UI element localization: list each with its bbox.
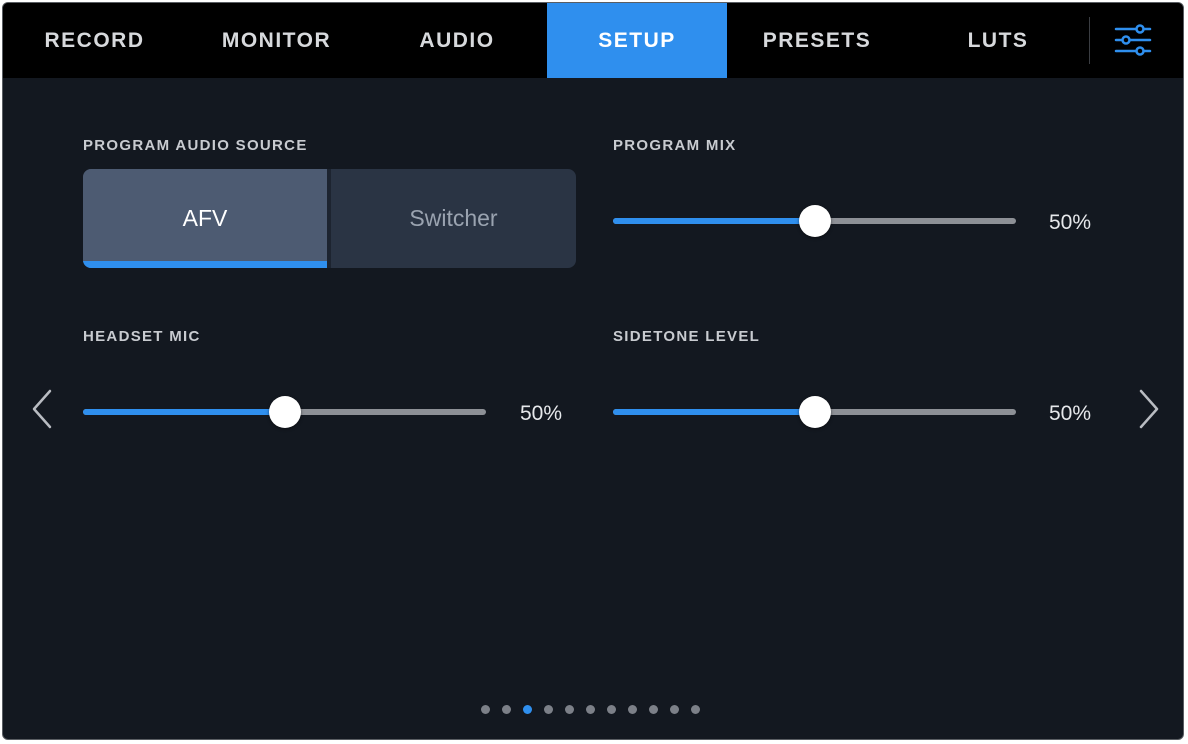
- previous-page-button[interactable]: [28, 387, 58, 431]
- program-mix-label: PROGRAM MIX: [613, 137, 737, 154]
- headset-mic-label: HEADSET MIC: [83, 328, 201, 345]
- slider-thumb[interactable]: [798, 205, 831, 237]
- page-dot[interactable]: [691, 705, 700, 714]
- chevron-right-icon: [1139, 389, 1159, 429]
- sidetone-level-value: 50%: [1049, 402, 1092, 425]
- sidetone-level-label: SIDETONE LEVEL: [613, 328, 761, 345]
- tab-divider: [1089, 17, 1090, 64]
- tab-setup[interactable]: SETUP: [547, 3, 727, 78]
- tab-luts[interactable]: LUTS: [967, 29, 1029, 52]
- switcher-option-label: Switcher: [409, 205, 498, 231]
- sliders-settings-icon: [1114, 24, 1152, 56]
- slider-fill: [613, 218, 815, 224]
- switcher-option-button[interactable]: Switcher: [331, 169, 576, 268]
- program-mix-slider[interactable]: [613, 204, 1016, 238]
- headset-mic-value: 50%: [520, 402, 563, 425]
- segment-divider: [327, 169, 331, 268]
- chevron-left-icon: [32, 389, 52, 429]
- page-dot[interactable]: [586, 705, 595, 714]
- next-page-button[interactable]: [1133, 387, 1163, 431]
- page-dot[interactable]: [565, 705, 574, 714]
- slider-thumb[interactable]: [798, 396, 831, 428]
- page-dot[interactable]: [544, 705, 553, 714]
- program-audio-source-selector: AFV Switcher: [83, 169, 576, 268]
- program-mix-value: 50%: [1049, 211, 1092, 234]
- page-dot[interactable]: [523, 705, 532, 714]
- sidetone-level-slider[interactable]: [613, 395, 1016, 429]
- afv-option-label: AFV: [182, 205, 228, 231]
- page-dot[interactable]: [628, 705, 637, 714]
- page-dot[interactable]: [481, 705, 490, 714]
- slider-thumb[interactable]: [268, 396, 301, 428]
- program-audio-source-label: PROGRAM AUDIO SOURCE: [83, 137, 308, 154]
- tab-bar: RECORD MONITOR AUDIO SETUP PRESETS LUTS: [3, 3, 1183, 78]
- page-dot[interactable]: [502, 705, 511, 714]
- tab-presets[interactable]: PRESETS: [762, 29, 872, 52]
- selected-indicator: [83, 261, 327, 268]
- tab-audio[interactable]: AUDIO: [419, 29, 495, 52]
- slider-fill: [83, 409, 285, 415]
- page-dot[interactable]: [649, 705, 658, 714]
- tab-monitor[interactable]: MONITOR: [221, 29, 332, 52]
- page-dot[interactable]: [670, 705, 679, 714]
- afv-option-button[interactable]: AFV: [83, 169, 327, 268]
- slider-fill: [613, 409, 815, 415]
- tab-record[interactable]: RECORD: [44, 29, 145, 52]
- settings-button[interactable]: [1113, 21, 1153, 61]
- page-dot[interactable]: [607, 705, 616, 714]
- headset-mic-slider[interactable]: [83, 395, 486, 429]
